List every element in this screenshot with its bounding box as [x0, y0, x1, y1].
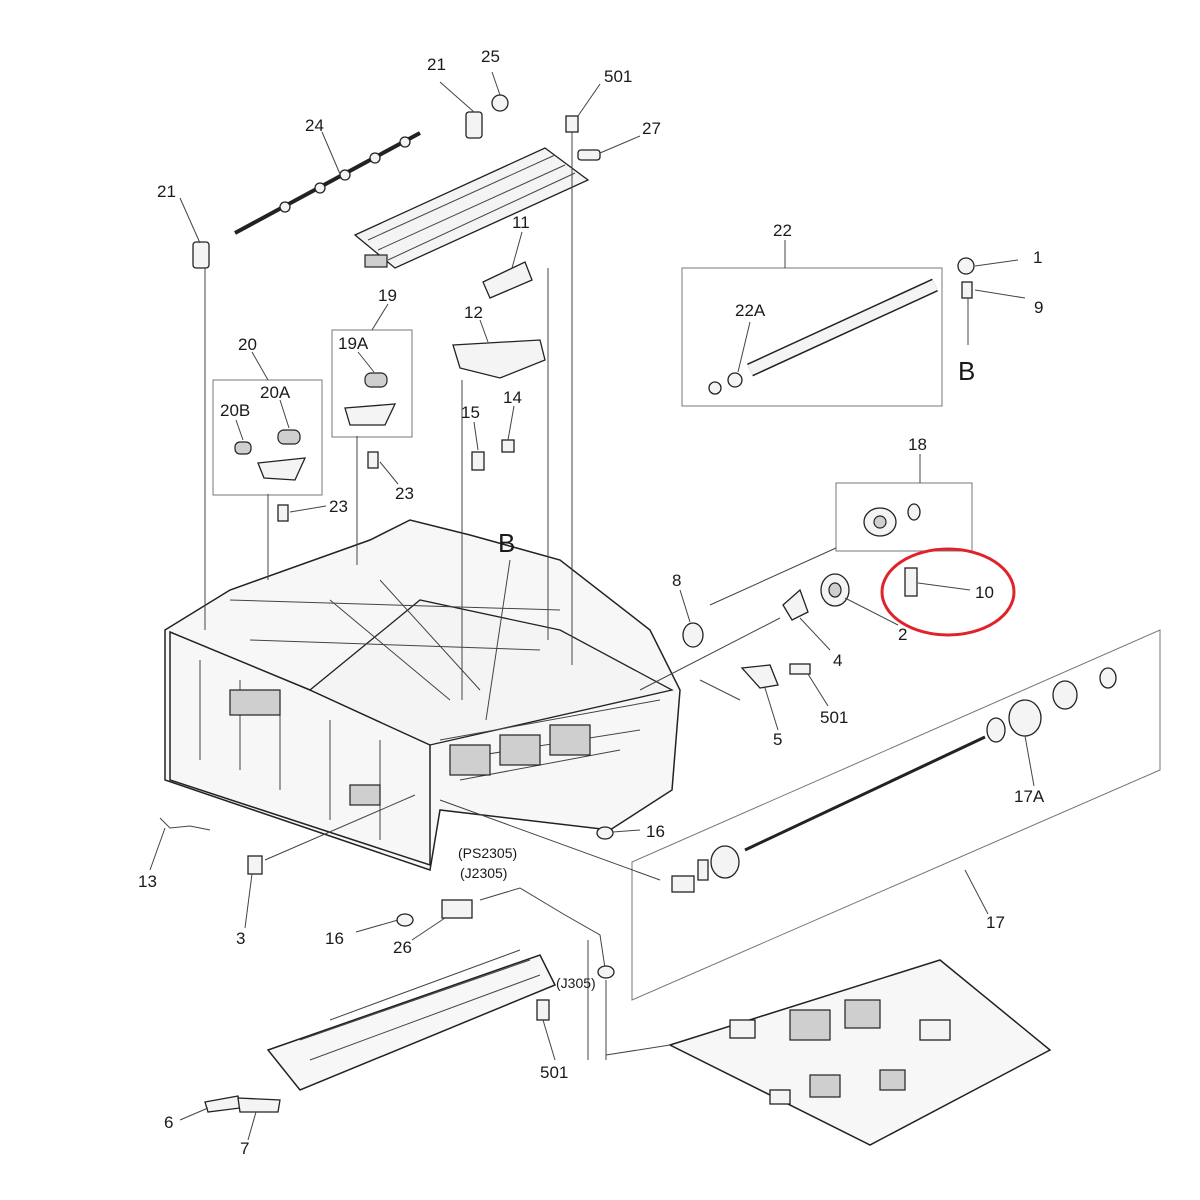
callout-23-right: 23	[395, 484, 414, 503]
part-7	[237, 1097, 281, 1113]
callout-16-right: 16	[646, 822, 665, 841]
part-5	[740, 664, 779, 689]
shaft-17	[744, 735, 986, 852]
callout-17A: 17A	[1014, 787, 1045, 806]
highlight-circle-10	[880, 547, 1016, 637]
callout-11: 11	[512, 213, 530, 232]
callout-25: 25	[481, 47, 500, 66]
callout-14: 14	[503, 388, 522, 407]
shaft-24	[234, 131, 421, 235]
part-18-sleeve	[863, 507, 897, 537]
bushing-21-top	[465, 111, 483, 139]
callout-10: 10	[975, 583, 994, 602]
screw-501-bottom	[536, 999, 550, 1021]
callout-16-left: 16	[325, 929, 344, 948]
spring-19A	[364, 372, 388, 388]
spring-10	[904, 567, 918, 597]
callout-labels: 21 25 501 27 24 21 11 22 1 9 22A B 19 19…	[138, 47, 1045, 1158]
part-12	[452, 339, 546, 379]
part-11	[482, 261, 533, 299]
group-box-17	[631, 629, 1161, 1001]
spring-23-right	[367, 451, 379, 469]
callout-9: 9	[1034, 298, 1043, 317]
part-3	[247, 855, 263, 875]
controller-board	[668, 959, 1052, 1146]
leader-lines	[149, 71, 1035, 1141]
spring-23-left	[277, 504, 289, 522]
part-19-holder	[344, 403, 397, 426]
callout-5: 5	[773, 730, 782, 749]
gear-17-right	[1052, 667, 1117, 710]
callout-1: 1	[1033, 248, 1042, 267]
washer-16-left	[396, 913, 414, 927]
callout-15: 15	[461, 403, 480, 422]
spring-20A	[277, 429, 301, 445]
callout-23-left: 23	[329, 497, 348, 516]
callout-18: 18	[908, 435, 927, 454]
screw-501-mid	[789, 663, 811, 675]
pin-27	[577, 149, 601, 161]
spring-9	[961, 281, 973, 299]
spring-20B	[234, 441, 252, 455]
part-18-washer	[907, 503, 921, 521]
callout-6: 6	[164, 1113, 173, 1132]
roller-17-left	[671, 845, 740, 893]
callout-21-top: 21	[427, 55, 446, 74]
part-15	[471, 451, 485, 471]
screw-501-top	[565, 115, 579, 133]
sensor-26	[441, 899, 473, 919]
main-frame	[164, 519, 681, 871]
callout-22: 22	[773, 221, 792, 240]
gear-2	[820, 573, 850, 607]
callout-7: 7	[240, 1139, 249, 1158]
callout-B-center: B	[498, 528, 515, 558]
callout-13: 13	[138, 872, 157, 891]
callout-J305: (J305)	[556, 975, 596, 991]
callout-22A: 22A	[735, 301, 766, 320]
group-box-22	[681, 267, 943, 407]
callout-4: 4	[833, 651, 842, 670]
roller-22	[747, 278, 938, 377]
callout-20A: 20A	[260, 383, 291, 402]
bushing-21-left	[192, 241, 210, 269]
callout-501-mid: 501	[820, 708, 848, 727]
callout-3: 3	[236, 929, 245, 948]
callout-17: 17	[986, 913, 1005, 932]
callout-24: 24	[305, 116, 324, 135]
callout-12: 12	[464, 303, 483, 322]
callout-19: 19	[378, 286, 397, 305]
callout-20B: 20B	[220, 401, 250, 420]
cable-J305	[479, 887, 615, 979]
part-6	[204, 1095, 241, 1113]
callout-501-top: 501	[604, 67, 632, 86]
callout-B-right: B	[958, 356, 975, 386]
bottom-roller-assembly	[266, 949, 557, 1091]
callout-20: 20	[238, 335, 257, 354]
callout-26: 26	[393, 938, 412, 957]
wire-13	[159, 817, 211, 831]
gear-25	[491, 94, 509, 112]
callout-8: 8	[672, 571, 681, 590]
callout-J2305: (J2305)	[460, 865, 507, 881]
callout-21-left: 21	[157, 182, 176, 201]
callout-19A: 19A	[338, 334, 369, 353]
top-guide-assembly	[353, 147, 590, 269]
roller-17A	[986, 699, 1042, 743]
bushing-1	[957, 257, 975, 275]
bushing-22A	[708, 372, 743, 395]
callout-2: 2	[898, 625, 907, 644]
group-box-18	[835, 482, 973, 552]
part-4	[782, 588, 809, 621]
part-20-holder	[257, 457, 307, 481]
callout-501-bottom: 501	[540, 1063, 568, 1082]
part-14	[501, 439, 515, 453]
callout-27: 27	[642, 119, 661, 138]
gear-8	[682, 622, 704, 648]
washer-16-right	[596, 826, 614, 840]
callout-PS2305: (PS2305)	[458, 845, 517, 861]
